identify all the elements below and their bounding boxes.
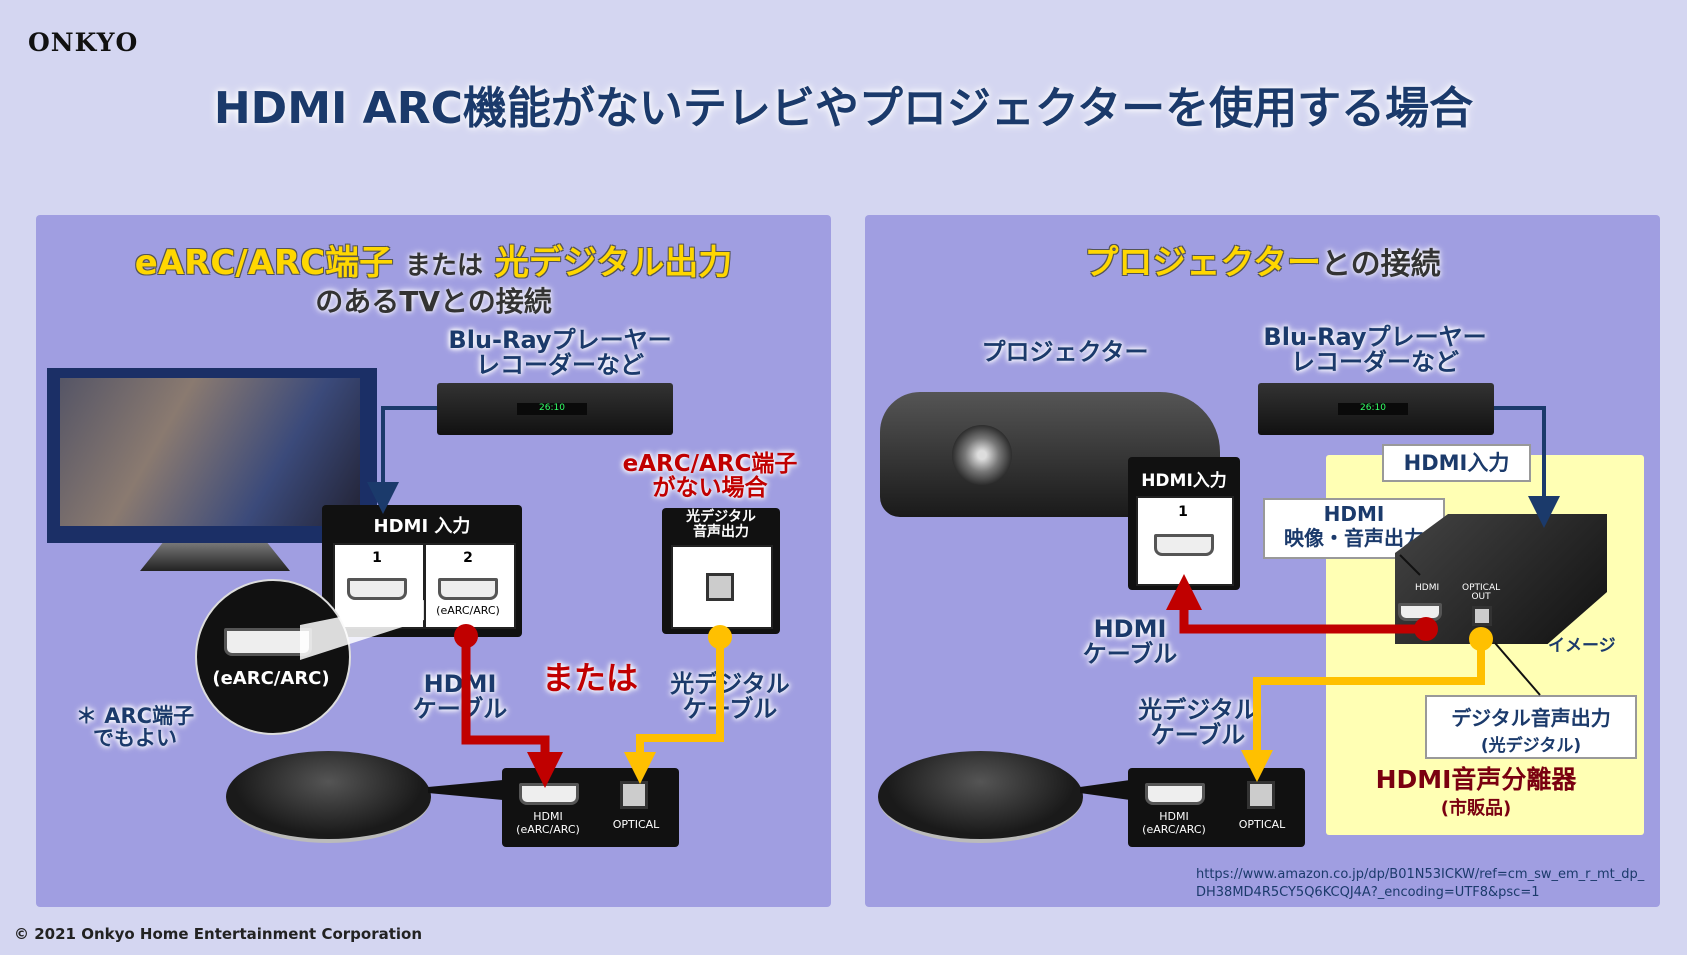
left-panel-title: eARC/ARC端子 または 光デジタル出力 bbox=[36, 235, 831, 284]
left-hdmi-port1-icon bbox=[347, 578, 407, 600]
right-panel-title: プロジェクターとの接続 bbox=[865, 235, 1660, 284]
left-hub-optical-icon bbox=[620, 781, 648, 809]
onkyo-logo: ONKYO bbox=[28, 28, 139, 57]
right-bluray-player: 26:10 bbox=[1258, 383, 1494, 435]
left-hub-optical-label: OPTICAL bbox=[612, 818, 660, 831]
projector-lens bbox=[952, 425, 1012, 485]
right-hub-hdmi-icon bbox=[1145, 783, 1205, 805]
left-hdmi-port2-icon bbox=[438, 578, 498, 600]
right-hub-optical-icon bbox=[1247, 781, 1275, 809]
left-hdmi-cable-label: HDMI ケーブル bbox=[412, 670, 508, 724]
splitter-hdmi-label: HDMI bbox=[1415, 583, 1440, 593]
zoom-label: (eARC/ARC) bbox=[212, 668, 330, 689]
splitter-sub: (市販品) bbox=[1440, 798, 1512, 819]
no-arc-label: eARC/ARC端子 がない場合 bbox=[622, 451, 798, 502]
right-wireless-hub bbox=[878, 751, 1083, 843]
tv-optical-jack-icon bbox=[706, 573, 734, 601]
right-player-display: 26:10 bbox=[1338, 403, 1408, 415]
digital-out-label: デジタル音声出力 bbox=[1451, 706, 1611, 730]
projector-label: プロジェクター bbox=[981, 338, 1149, 366]
splitter-name: HDMI音声分離器 bbox=[1375, 765, 1577, 794]
right-hdmi-cable-label: HDMI ケーブル bbox=[1082, 615, 1178, 669]
hdmi-zoom-callout bbox=[195, 579, 351, 735]
projector-hdmi-port-icon bbox=[1154, 534, 1214, 556]
right-hub-hdmi-label: HDMI (eARC/ARC) bbox=[1142, 810, 1206, 836]
left-bluray-player: 26:10 bbox=[437, 383, 673, 435]
digital-out-label-box: デジタル音声出力 (光デジタル) bbox=[1425, 695, 1637, 759]
left-hub-hdmi-label: HDMI (eARC/ARC) bbox=[516, 810, 580, 836]
splitter-hdmi-port-icon bbox=[1398, 603, 1442, 621]
projector-hdmi-input-label: HDMI入力 bbox=[1141, 471, 1227, 491]
right-hub-io-panel bbox=[1128, 768, 1305, 847]
left-optical-cable-label: 光デジタル ケーブル bbox=[670, 670, 790, 724]
right-title-connect: との接続 bbox=[1320, 247, 1441, 282]
left-title-earc: eARC/ARC端子 bbox=[134, 243, 394, 283]
splitter-optical-port-icon bbox=[1472, 606, 1492, 626]
left-hdmi-input-label: HDMI 入力 bbox=[373, 516, 471, 537]
digital-out-sub: (光デジタル) bbox=[1480, 736, 1582, 756]
left-hub-hdmi-icon bbox=[519, 783, 579, 805]
arc-note: ＊ ARC端子 でもよい bbox=[75, 704, 195, 751]
left-player-display: 26:10 bbox=[517, 403, 587, 415]
left-wireless-hub bbox=[226, 751, 431, 843]
right-optical-cable-label: 光デジタル ケーブル bbox=[1138, 696, 1258, 750]
right-hub-optical-label: OPTICAL bbox=[1238, 818, 1286, 831]
left-port2-number: 2 bbox=[463, 550, 473, 566]
zoom-hdmi-icon bbox=[224, 628, 312, 656]
right-title-projector: プロジェクター bbox=[1084, 243, 1321, 283]
page-title: HDMI ARC機能がないテレビやプロジェクターを使用する場合 bbox=[213, 83, 1474, 134]
tv-optical-output-label: 光デジタル 音声出力 bbox=[686, 509, 756, 540]
left-title-optical: 光デジタル出力 bbox=[494, 243, 733, 283]
splitter-optical-label: OPTICAL OUT bbox=[1462, 583, 1501, 603]
source-url[interactable]: https://www.amazon.co.jp/dp/B01N53ICKW/r… bbox=[1196, 867, 1645, 900]
tv-stand bbox=[140, 543, 290, 571]
left-player-label: Blu-Rayプレーヤー レコーダーなど bbox=[448, 326, 672, 380]
image-note: イメージ bbox=[1548, 636, 1616, 656]
left-panel-subtitle: のあるTVとの接続 bbox=[315, 285, 552, 318]
copyright-footer: © 2021 Onkyo Home Entertainment Corporat… bbox=[14, 925, 423, 943]
right-player-label: Blu-Rayプレーヤー レコーダーなど bbox=[1263, 323, 1487, 377]
splitter-in-label: HDMI入力 bbox=[1382, 444, 1531, 482]
projector-port-number: 1 bbox=[1178, 504, 1188, 520]
tv-icon bbox=[47, 368, 377, 543]
left-port2-sub: (eARC/ARC) bbox=[436, 604, 500, 617]
left-title-or: または bbox=[405, 251, 484, 281]
or-label: または bbox=[541, 659, 638, 697]
left-port1-number: 1 bbox=[372, 550, 382, 566]
